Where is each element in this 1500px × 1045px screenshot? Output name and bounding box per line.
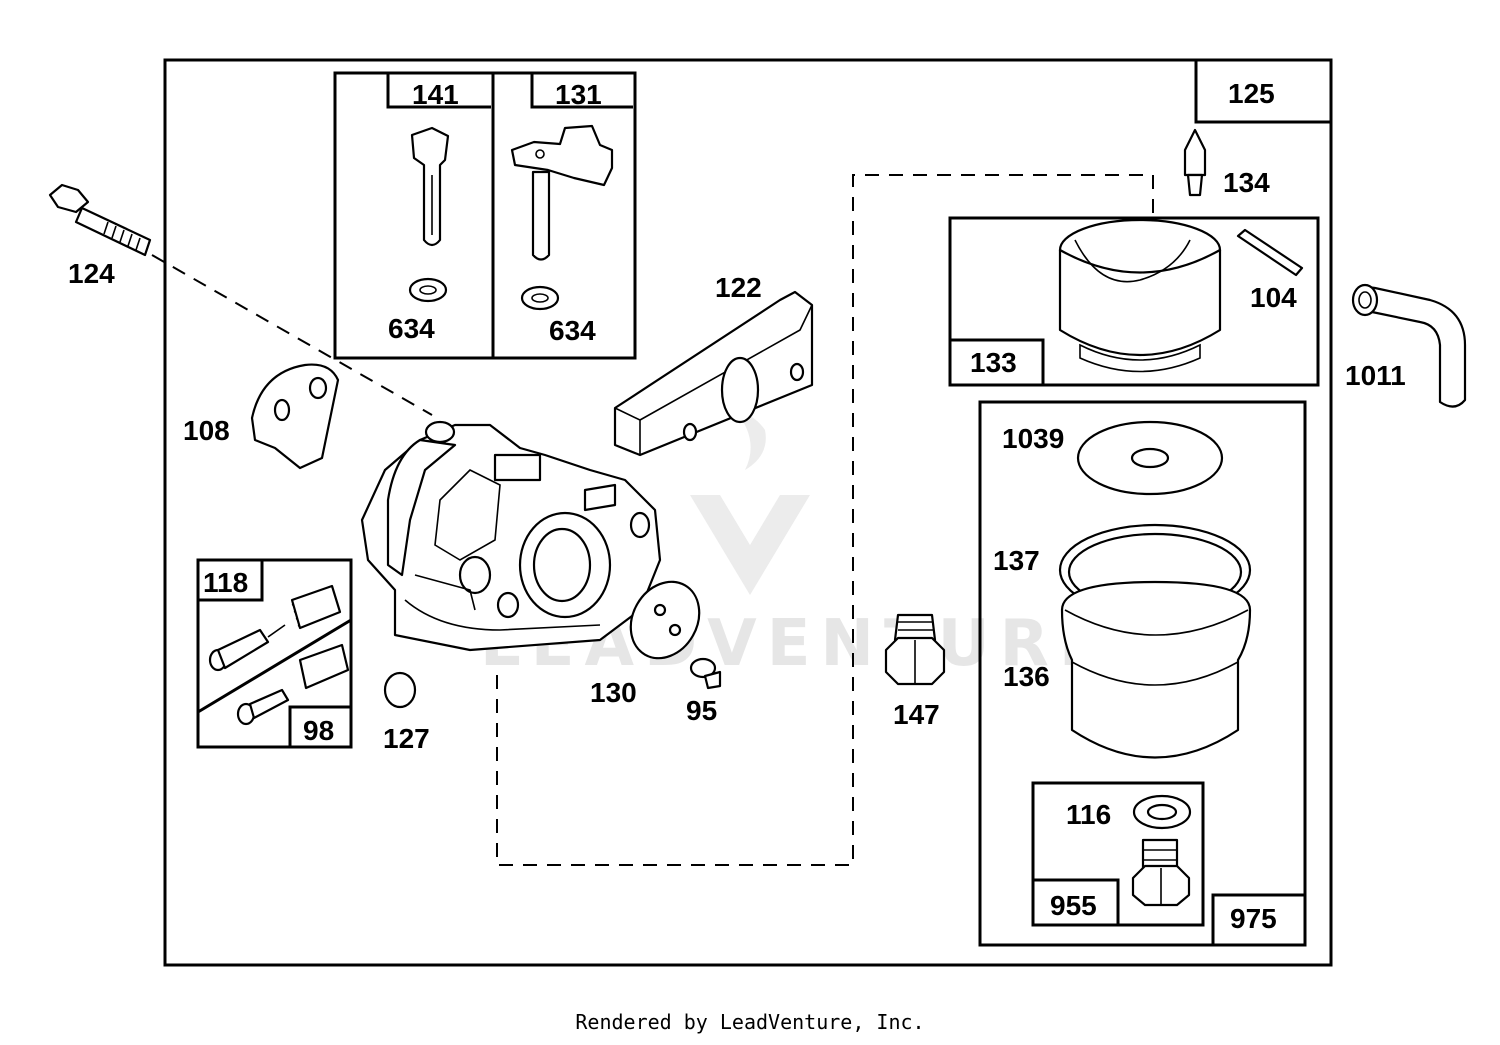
tube-1011-part: 1011 <box>1345 283 1467 408</box>
label-95: 95 <box>686 695 717 726</box>
label-127: 127 <box>383 723 430 754</box>
leader-124 <box>151 254 433 416</box>
seal-634-right-part <box>520 285 560 311</box>
label-137: 137 <box>993 545 1040 576</box>
gasket-1039-part: 1039 <box>1002 420 1224 496</box>
box-975: 975 1039 137 136 955 116 <box>978 400 1307 947</box>
label-116: 116 <box>1066 799 1111 830</box>
bowl-nut-part <box>1131 838 1191 907</box>
spring-lower-part <box>298 643 350 690</box>
label-130: 130 <box>590 677 637 708</box>
fitting-147-part: 147 <box>884 613 946 730</box>
choke-shaft-part <box>410 126 450 247</box>
box-955: 955 116 <box>1031 781 1205 927</box>
label-125: 125 <box>1228 78 1275 109</box>
label-1011: 1011 <box>1345 360 1406 391</box>
mixture-screw-part <box>208 624 286 672</box>
label-141: 141 <box>412 79 459 110</box>
inlet-needle-134-part: 134 <box>1183 128 1270 198</box>
screw-124-part: 124 <box>48 183 152 289</box>
leader-carb-bowl <box>496 174 1154 866</box>
label-975: 975 <box>1230 903 1277 934</box>
idle-screw-part <box>236 688 290 726</box>
throttle-shaft-part <box>510 124 614 261</box>
label-1039: 1039 <box>1002 423 1064 454</box>
carburetor-body-part <box>360 420 662 652</box>
label-133: 133 <box>970 347 1017 378</box>
label-124: 124 <box>68 258 115 289</box>
label-122: 122 <box>715 272 762 303</box>
credit-text: Rendered by LeadVenture, Inc. <box>575 1010 925 1034</box>
spring-upper-part <box>290 584 342 630</box>
main-frame <box>163 58 1333 967</box>
label-118: 118 <box>203 567 248 598</box>
seal-634-left-part <box>408 277 448 303</box>
label-634-left: 634 <box>388 313 435 344</box>
label-955: 955 <box>1050 890 1097 921</box>
box-133: 133 104 <box>948 216 1320 387</box>
label-147: 147 <box>893 699 940 730</box>
label-104: 104 <box>1250 282 1297 313</box>
watermark-logo-icon <box>690 495 810 595</box>
label-98: 98 <box>303 715 334 746</box>
plug-127-part: 127 <box>383 671 430 754</box>
label-131: 131 <box>555 79 602 110</box>
float-part <box>1058 218 1222 373</box>
gasket-122-part: 122 <box>613 272 814 457</box>
pin-104-part <box>1236 228 1304 277</box>
screw-95-part: 95 <box>686 657 722 726</box>
throttle-plate-130-part: 130 <box>590 580 701 708</box>
box-141-131: 141 131 634 634 <box>333 71 637 360</box>
box-118-98: 118 98 <box>196 558 353 749</box>
label-136: 136 <box>1003 661 1050 692</box>
parts-diagram: LEADVENTURE 125 141 131 634 634 <box>48 58 1467 967</box>
label-634-right: 634 <box>549 315 596 346</box>
label-134: 134 <box>1223 167 1270 198</box>
gasket-108-part: 108 <box>183 363 340 470</box>
label-108: 108 <box>183 415 230 446</box>
box-125: 125 <box>1194 60 1331 124</box>
float-bowl-136-part: 136 <box>1003 580 1252 759</box>
washer-116-part <box>1132 794 1192 830</box>
